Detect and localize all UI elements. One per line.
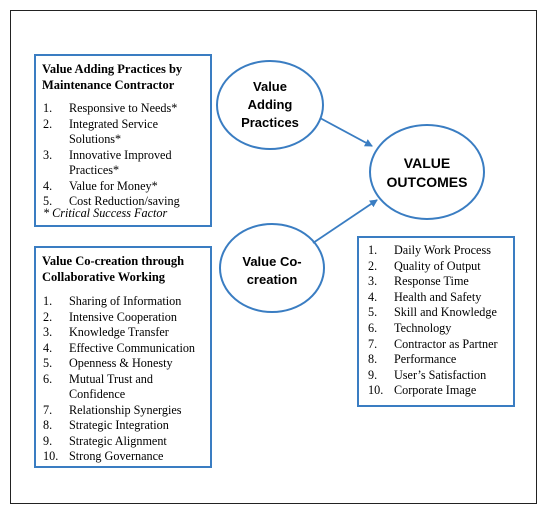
list-item: 4.Health and Safety — [368, 289, 482, 304]
list-item: 7.Relationship Synergies — [43, 402, 182, 417]
list-item: 10.Corporate Image — [368, 383, 477, 398]
practices-box-title: Value Adding Practices by Maintenance Co… — [42, 62, 183, 92]
cocreation-to-outcomes-arrow — [312, 199, 378, 244]
outcomes-list: 1.Daily Work Process 2.Quality of Output… — [368, 243, 514, 399]
list-item: 5.Skill and Knowledge — [368, 305, 497, 320]
list-item: 8.Strategic Integration — [43, 418, 169, 432]
value-cocreation-box: Value Co-creation through Collaborative … — [34, 246, 212, 468]
diagram-frame — [10, 10, 537, 504]
practices-list: 1.Responsive to Needs* 2.Integrated Serv… — [43, 101, 211, 210]
list-item: 1.Sharing of Information — [43, 294, 182, 308]
list-item: 8.Performance — [368, 352, 457, 367]
list-item: 6.Technology — [368, 320, 452, 335]
cocreation-box-title: Value Co-creation through Collaborative … — [42, 254, 185, 284]
list-item: 9.Strategic Alignment — [43, 433, 167, 448]
list-item: 5.Openness & Honesty — [43, 356, 173, 370]
value-adding-practices-box: Value Adding Practices by Maintenance Co… — [34, 54, 212, 227]
list-item: 2.Intensive Cooperation — [43, 309, 177, 324]
value-cocreation-ellipse — [219, 223, 325, 313]
practices-to-outcomes-arrow — [319, 117, 373, 147]
list-item: 3.Response Time — [368, 274, 469, 289]
cocreation-list: 1.Sharing of Information 2.Intensive Coo… — [43, 294, 211, 465]
list-item: 6.Mutual Trust and Confidence — [43, 371, 153, 402]
value-outcomes-box: 1.Daily Work Process 2.Quality of Output… — [357, 236, 515, 407]
list-item: 9.User’s Satisfaction — [368, 367, 487, 382]
list-item: 10.Strong Governance — [43, 449, 164, 463]
list-item: 3.Innovative Improved Practices* — [43, 147, 172, 178]
list-item: 1.Daily Work Process — [368, 243, 491, 257]
value-cocreation-label: Value Co- creation — [242, 254, 302, 287]
list-item: 2.Integrated Service Solutions* — [43, 116, 158, 147]
value-adding-practices-label: Value Adding Practices — [241, 79, 299, 130]
value-outcomes-ellipse — [369, 124, 485, 220]
list-item: 4.Effective Communication — [43, 340, 196, 355]
value-adding-practices-ellipse — [216, 60, 324, 150]
list-item: 1.Responsive to Needs* — [43, 101, 178, 115]
list-item: 3.Knowledge Transfer — [43, 325, 169, 339]
list-item: 7.Contractor as Partner — [368, 336, 498, 351]
critical-success-factor-note: * Critical Success Factor — [43, 206, 168, 220]
list-item: 2.Quality of Output — [368, 258, 481, 273]
list-item: 5.Cost Reduction/saving — [43, 194, 180, 208]
value-outcomes-label: VALUE OUTCOMES — [386, 155, 468, 190]
list-item: 4.Value for Money* — [43, 178, 158, 193]
